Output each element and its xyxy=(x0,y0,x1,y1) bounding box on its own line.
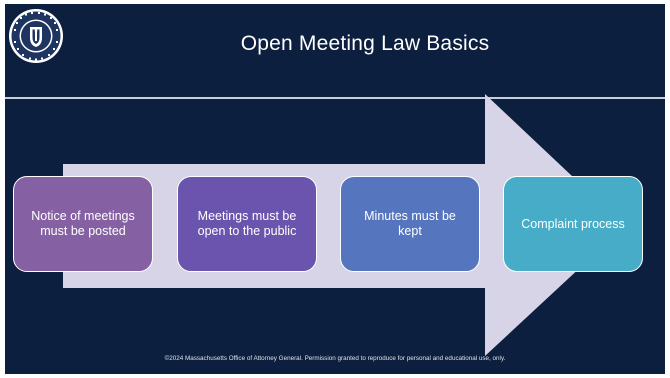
step-box-open-meetings: Meetings must be open to the public xyxy=(177,176,317,272)
step-label-complaint: Complaint process xyxy=(521,216,625,231)
step-box-complaint: Complaint process xyxy=(503,176,643,272)
slide-header: Open Meeting Law Basics xyxy=(5,4,665,96)
step-label-open-meetings: Meetings must be open to the public xyxy=(197,209,297,238)
step-label-notice: Notice of meetings must be posted xyxy=(31,209,135,238)
slide: Open Meeting Law Basics Notice of meetin… xyxy=(5,4,665,374)
header-divider xyxy=(5,97,665,99)
step-box-notice: Notice of meetings must be posted xyxy=(13,176,153,272)
step-box-minutes: Minutes must be kept xyxy=(340,176,480,272)
step-label-minutes: Minutes must be kept xyxy=(364,209,456,238)
copyright-footer: ©2024 Massachusetts Office of Attorney G… xyxy=(164,355,506,362)
slide-title: Open Meeting Law Basics xyxy=(240,32,490,55)
attorney-general-seal-icon xyxy=(9,9,63,63)
